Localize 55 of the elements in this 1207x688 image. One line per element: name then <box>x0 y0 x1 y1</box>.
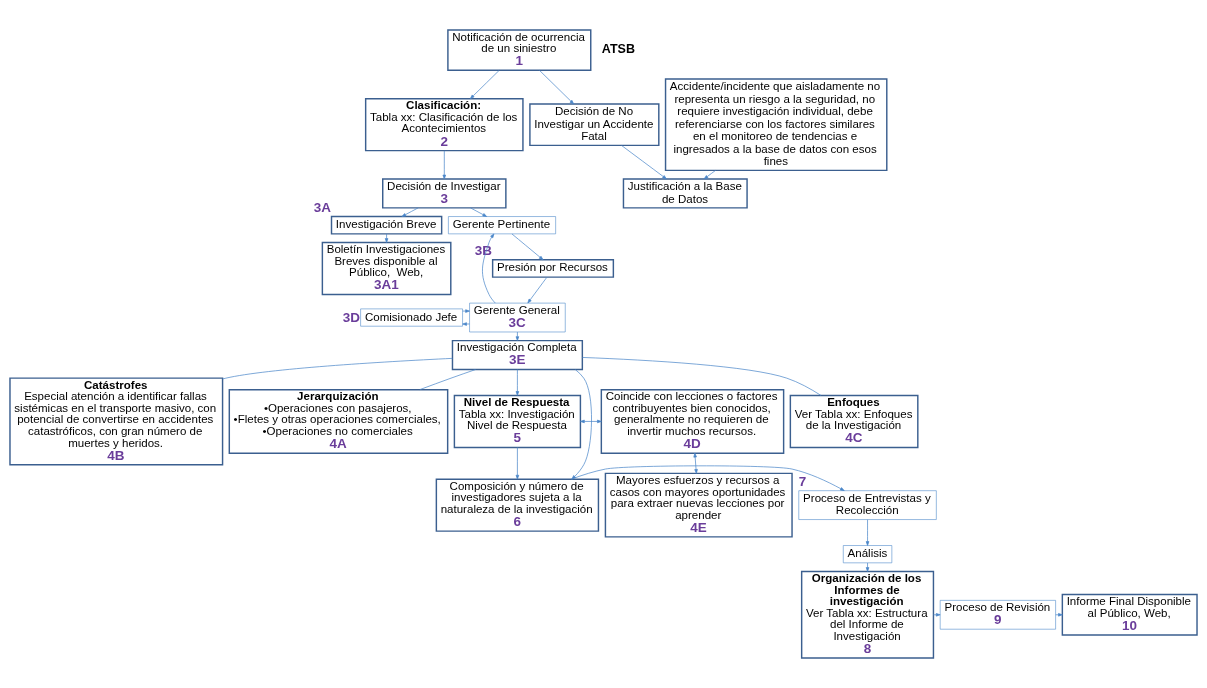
arrow <box>515 331 520 341</box>
node-box: Proceso de Entrevistas y Recolección <box>798 490 937 520</box>
node-box: Proceso de Revisión 9 <box>939 600 1056 630</box>
arrow <box>401 207 419 217</box>
connector <box>582 357 822 396</box>
arrow <box>693 452 698 474</box>
node-label: 3D <box>342 309 361 325</box>
node-box: Investigación Completa 3E <box>451 339 584 371</box>
arrow <box>384 233 389 243</box>
node-box: Boletín Investigaciones Breves disponible al Público, Web, 3A1 <box>321 241 452 296</box>
node-box: Enfoques Ver Tabla xx: Enfoques de la Investigación 4C <box>789 394 919 449</box>
node-box: Coincide con lecciones o factores contribuyentes bien conocidos, generalmente no requieren de invertir muchos recursos. 4D <box>600 388 785 454</box>
node-box: Gerente Pertinente <box>448 216 556 235</box>
arrow <box>1055 613 1063 617</box>
node-box: Mayores esfuerzos y recursos a casos con mayores oportunidades para extraer nuevas lecciones por aprender 4E <box>604 472 793 538</box>
connector <box>222 358 453 380</box>
node-box: Notificación de ocurrencia de un siniestro 1 <box>447 29 592 72</box>
node-box: Decisión de No Investigar un Accidente Fatal <box>529 103 660 147</box>
arrow <box>462 309 470 313</box>
node-label: 3B <box>474 243 493 259</box>
arrow <box>515 369 520 396</box>
arrow <box>933 613 941 617</box>
arrow <box>703 170 716 180</box>
node-box: Presión por Recursos <box>491 259 615 278</box>
connector <box>419 369 476 390</box>
node-box: Gerente General 3C <box>469 302 566 333</box>
arrow <box>580 419 602 424</box>
arrow <box>865 562 870 572</box>
node-box: Jerarquización •Operaciones con pasajeros, •Fletes y otras operaciones comerciales, •Operaciones no comerciales 4A <box>228 388 449 454</box>
node-box: Accidente/incidente que aisladamente no representa un riesgo a la seguridad, no requiere investigación individual, debe referenciarse con los factores similares en el monitoreo de tendencias e ingresados a la base de datos con esos fines <box>664 78 888 172</box>
arrow <box>865 519 870 546</box>
node-box: Clasificación: Tabla xx: Clasificación de los Acontecimientos 2 <box>364 98 524 152</box>
arrow <box>539 69 575 105</box>
node-label: 7 <box>798 474 807 490</box>
arrow <box>571 465 845 491</box>
arrow <box>482 233 496 304</box>
label: ATSB <box>601 41 635 56</box>
arrow <box>470 207 488 217</box>
node-box: Composición y número de investigadores sujeta a la naturaleza de la investigación 6 <box>435 478 600 532</box>
arrow <box>462 322 470 326</box>
node-box: Decisión de Investigar 3 <box>382 178 507 209</box>
arrow <box>511 233 544 261</box>
node-label: 3A <box>313 199 331 215</box>
node-box: Justificación a la Base de Datos <box>622 178 748 209</box>
arrow <box>442 150 446 180</box>
node-box: Nivel de Respuesta Tabla xx: Investigación Nivel de Respuesta 5 <box>453 394 582 449</box>
arrow <box>527 277 548 304</box>
node-box: Catástrofes Especial atención a identificar fallas sistémicas en el transporte masivo, con potencial de convertirse en accidentes catastróficos, con gran número de muertes y heridos. 4B <box>9 377 224 466</box>
arrow <box>470 69 500 99</box>
arrow <box>571 369 592 480</box>
node-box: Comisionado Jefe <box>360 308 463 327</box>
arrow <box>515 447 520 480</box>
arrow <box>621 145 667 180</box>
node-box: Informe Final Disponible al Público, Web, 10 <box>1061 593 1198 636</box>
node-box: Análisis <box>843 545 893 564</box>
